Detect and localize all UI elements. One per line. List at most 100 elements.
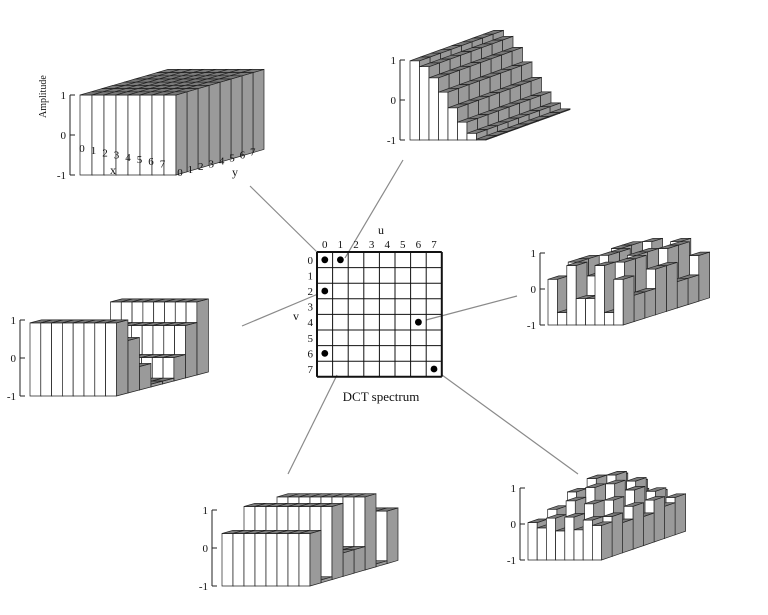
bar-front-face xyxy=(91,94,105,176)
bar-front-face xyxy=(438,91,449,141)
bar-top-face xyxy=(564,513,585,518)
v-tick-label: 3 xyxy=(308,302,314,314)
connector-line xyxy=(249,185,318,253)
y-tick-label: 2 xyxy=(198,161,204,173)
bar-top-face xyxy=(546,514,567,519)
bar-top-face xyxy=(615,258,636,263)
selected-coefficient-dot xyxy=(415,318,422,326)
amplitude-tick-label: -1 xyxy=(507,555,516,567)
basis-plots: 10-110-110-110-110-110-1 xyxy=(7,29,710,593)
bar-top-face xyxy=(584,499,605,505)
selected-coefficient-dot xyxy=(321,287,329,295)
bar-side-face xyxy=(252,68,265,154)
bar-front-face xyxy=(163,94,177,176)
y-tick-label: 7 xyxy=(250,147,256,159)
basis-plot-u0-v2: 10-1 xyxy=(7,298,209,403)
bar-top-face xyxy=(670,237,691,243)
bar-front-face xyxy=(527,522,538,561)
x-tick-label: 2 xyxy=(102,147,108,159)
bar-top-face xyxy=(353,493,377,498)
bar-side-face xyxy=(197,84,210,170)
bar-top-face xyxy=(604,496,625,501)
y-tick-label: 0 xyxy=(177,167,183,179)
bar-side-face xyxy=(230,75,243,160)
bar-side-face xyxy=(622,518,634,554)
bar-side-face xyxy=(185,322,198,379)
bar-front-face xyxy=(557,312,568,326)
bar-front-face xyxy=(287,533,300,587)
bar-top-face xyxy=(409,56,431,62)
bar-front-face xyxy=(582,519,593,561)
amplitude-tick-label: 1 xyxy=(511,483,517,495)
amplitude-label: Amplitude xyxy=(38,75,49,118)
bar-column xyxy=(594,261,616,326)
bar-side-face xyxy=(219,78,232,163)
bar-front-face xyxy=(564,516,575,561)
bar-front-face xyxy=(375,510,388,564)
selected-coefficient-dot xyxy=(430,365,438,373)
bar-top-face xyxy=(428,73,450,79)
bar-front-face xyxy=(585,298,596,326)
bar-front-face xyxy=(79,94,93,176)
y-tick-label: 4 xyxy=(219,155,225,167)
bar-front-face xyxy=(232,533,245,587)
bar-top-face xyxy=(625,486,646,491)
amplitude-tick-label: 0 xyxy=(511,519,517,531)
bar-side-face xyxy=(241,72,254,157)
bar-front-face xyxy=(447,107,458,141)
bar-top-face xyxy=(627,251,648,256)
bar-front-face xyxy=(613,278,624,326)
v-tick-label: 7 xyxy=(308,364,314,376)
bar-side-face xyxy=(364,493,377,571)
bar-side-face xyxy=(353,546,366,574)
bar-side-face xyxy=(173,354,186,382)
bar-side-face xyxy=(632,502,644,550)
bar-top-face xyxy=(447,103,469,109)
bar-front-face xyxy=(592,525,602,561)
bar-top-face xyxy=(689,251,710,256)
bar-side-face xyxy=(601,521,613,561)
bar-front-face xyxy=(573,529,584,561)
bar-front-face xyxy=(536,527,547,561)
amplitude-tick-label: 1 xyxy=(203,505,209,517)
bar-front-face xyxy=(575,298,586,326)
basis-plot-u0-v0: 10-1 xyxy=(57,68,265,182)
bar-top-face xyxy=(642,237,663,243)
bar-top-face xyxy=(646,265,667,270)
bar-side-face xyxy=(643,512,655,547)
connector-line xyxy=(441,374,579,475)
basis-plot-u0-v6: 10-1 xyxy=(199,493,399,593)
bar-front-face xyxy=(466,132,477,141)
v-tick-label: 4 xyxy=(308,317,314,329)
bar-top-face xyxy=(457,118,478,123)
bar-side-face xyxy=(186,88,199,173)
basis-plot-u6-v4: 10-1 xyxy=(527,237,710,332)
bar-top-face xyxy=(602,512,623,517)
bar-side-face xyxy=(208,81,221,166)
bar-top-face xyxy=(568,258,589,263)
x-axis-label: x xyxy=(110,163,116,177)
amplitude-tick-label: -1 xyxy=(527,320,536,332)
bar-column xyxy=(298,529,322,587)
bar-top-face xyxy=(565,496,586,502)
spectrum-grid-lines xyxy=(316,251,443,378)
bar-side-face xyxy=(386,507,399,565)
bar-top-face xyxy=(623,502,644,507)
bar-top-face xyxy=(611,244,632,249)
bar-front-face xyxy=(29,322,42,397)
bar-front-face xyxy=(546,517,556,561)
u-tick-label: 4 xyxy=(384,239,390,251)
bar-side-face xyxy=(633,291,646,323)
spectrum-caption: DCT spectrum xyxy=(343,389,420,404)
bar-top-face xyxy=(585,483,606,488)
bar-front-face xyxy=(276,533,289,587)
bar-front-face xyxy=(566,265,577,326)
bar-top-face xyxy=(658,244,679,249)
bar-column xyxy=(162,354,186,382)
bar-top-face xyxy=(105,319,128,324)
x-tick-label: 3 xyxy=(114,150,120,162)
bar-top-face xyxy=(174,322,197,326)
v-tick-label: 5 xyxy=(308,333,314,345)
